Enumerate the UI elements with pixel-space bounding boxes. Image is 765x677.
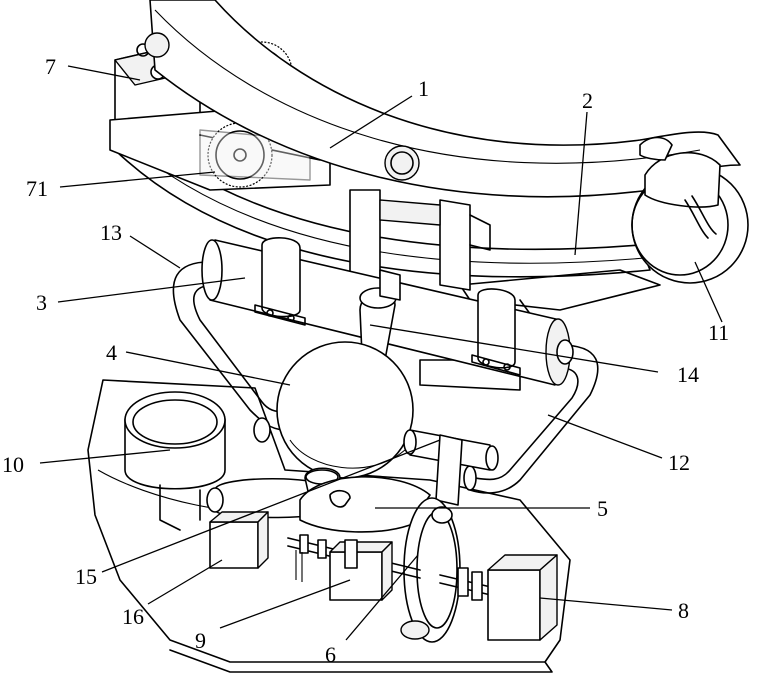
label-11: 11 <box>708 320 729 345</box>
label-8: 8 <box>678 598 689 623</box>
motor-16 <box>210 512 268 568</box>
label-3: 3 <box>36 290 47 315</box>
label-6: 6 <box>325 642 336 667</box>
label-10: 10 <box>2 452 24 477</box>
label-5: 5 <box>597 496 608 521</box>
label-9: 9 <box>195 628 206 653</box>
label-16: 16 <box>122 604 144 629</box>
sphere-4 <box>277 342 413 478</box>
label-2: 2 <box>582 88 593 113</box>
label-14: 14 <box>677 362 699 387</box>
label-4: 4 <box>106 340 117 365</box>
label-7: 7 <box>45 54 56 79</box>
label-1: 1 <box>418 76 429 101</box>
label-71: 71 <box>26 176 48 201</box>
label-12: 12 <box>668 450 690 475</box>
label-13: 13 <box>100 220 122 245</box>
leader-13 <box>130 236 180 268</box>
leader-12 <box>548 415 662 458</box>
label-15: 15 <box>75 564 97 589</box>
